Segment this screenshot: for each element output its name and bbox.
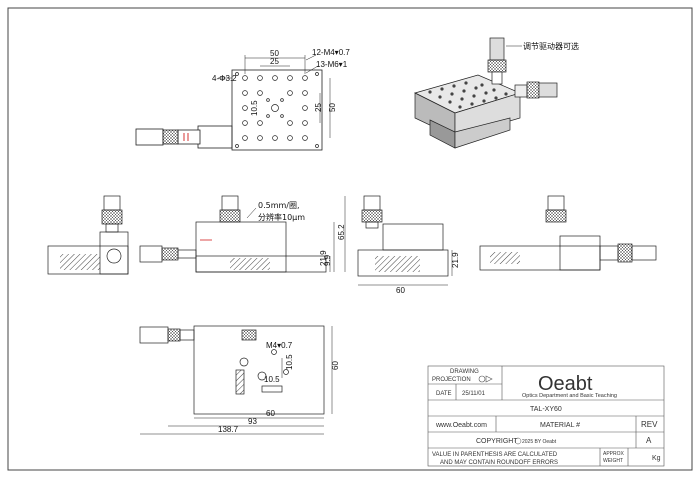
- tb-rev-label: REV: [641, 420, 658, 429]
- bottom-view-dimensions: [140, 326, 333, 435]
- dim-top-25: 25: [270, 57, 279, 66]
- sheet-border: [7, 7, 693, 471]
- dim-bottom-138-7: 138.7: [218, 425, 239, 434]
- tb-part-number: TAL-XY60: [530, 406, 562, 413]
- tb-disclaimer-1: VALUE IN PARENTHESIS ARE CALCULATED: [432, 452, 558, 458]
- tb-weight-unit: Kg: [652, 455, 661, 462]
- tb-logo: Oeabt: [538, 373, 593, 395]
- dim-top-50: 50: [270, 49, 279, 58]
- side-view-front-dimensions: [246, 196, 346, 272]
- dim-right-21-9: 21.9: [451, 252, 460, 268]
- top-view: [135, 69, 323, 151]
- dim-bottom-10-5-h: 10.5: [264, 375, 280, 384]
- note-resolution-2: 分辨率10μm: [258, 212, 305, 222]
- tb-rev-value: A: [646, 436, 652, 445]
- dim-front-21-9: 21.9: [319, 250, 328, 266]
- dim-side-25: 25: [314, 103, 323, 112]
- tb-copyright: COPYRIGHT: [476, 438, 518, 445]
- bottom-view: [139, 325, 325, 415]
- tb-website: www.Oeabt.com: [435, 422, 487, 429]
- dim-front-9-9: 9.9: [323, 254, 332, 266]
- tb-date-value: 25/11/01: [462, 391, 486, 397]
- isometric-view: [414, 37, 558, 149]
- dim-bottom-93: 93: [248, 417, 257, 426]
- dim-hole-10-5: 10.5: [250, 100, 259, 116]
- note-driver-optional: 调节驱动器可选: [523, 41, 579, 51]
- dim-front-65-2: 65.2: [337, 224, 346, 240]
- dim-bottom-m4: M4▾0.7: [266, 341, 293, 350]
- tb-drawing-label: DRAWING: [450, 369, 479, 375]
- tb-disclaimer-2: AND MAY CONTAIN ROUNDOFF ERRORS: [440, 460, 558, 466]
- dim-bottom-60: 60: [266, 409, 275, 418]
- side-view-left: [47, 195, 129, 275]
- dim-front-60: 60: [396, 286, 405, 295]
- tb-projection-label: PROJECTION: [432, 377, 471, 383]
- side-view-right: [357, 195, 453, 286]
- copyright-icon: [514, 437, 522, 445]
- dim-side-50: 50: [328, 103, 337, 112]
- tb-copyright-rest: 2025 BY Oeabt: [522, 439, 557, 445]
- top-view-holes: [235, 72, 319, 148]
- tb-approx-label: APPROX: [603, 451, 625, 457]
- dim-bottom-60-side: 60: [331, 361, 340, 370]
- top-view-dimensions: [218, 54, 331, 138]
- tb-material-label: MATERIAL #: [540, 422, 580, 429]
- label-holes-m6: 13-M6▾1: [316, 60, 348, 69]
- note-resolution-1: 0.5mm/圈,: [258, 201, 300, 210]
- title-block: [427, 365, 665, 467]
- side-view-front: [139, 195, 327, 273]
- tb-date-label: DATE: [436, 391, 452, 397]
- label-holes-d32: 4-Φ3.2: [212, 74, 237, 83]
- tb-logo-subtitle: Optics Department and Basic Teaching: [522, 393, 617, 399]
- dim-bottom-10-5-v: 10.5: [285, 354, 294, 370]
- tb-weight-label: WEIGHT: [603, 458, 623, 464]
- side-view-back: [479, 195, 657, 271]
- label-holes-m4: 12-M4▾0.7: [312, 48, 350, 57]
